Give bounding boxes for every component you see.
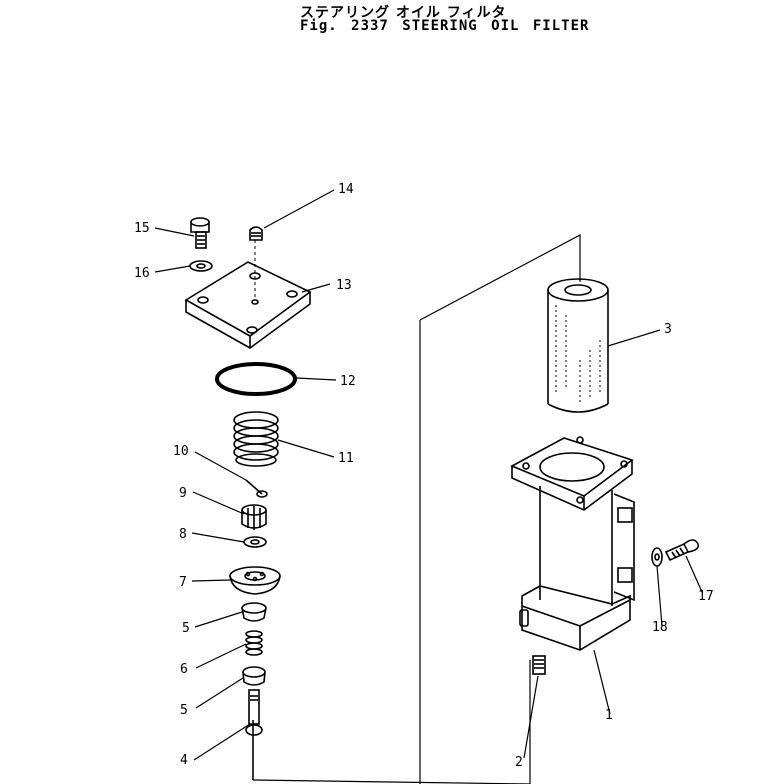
- callout-2: 2: [515, 755, 523, 770]
- callout-5-lower: 5: [180, 703, 188, 718]
- spring-part-6: [245, 630, 263, 656]
- washer-part-18: [651, 547, 663, 567]
- cotter-pin-part-10: [245, 479, 268, 498]
- callout-18: 18: [652, 620, 668, 635]
- plug-part-14: [249, 226, 263, 241]
- seat-part-5-upper: [241, 602, 267, 622]
- callout-7: 7: [179, 575, 187, 590]
- assembly-link-line-top: [419, 234, 581, 321]
- filter-element-part-3: [547, 278, 609, 413]
- washer-part-8: [243, 536, 267, 548]
- callout-16: 16: [134, 266, 150, 281]
- leader-lines: [154, 189, 703, 761]
- bolt-part-17: [664, 539, 700, 562]
- valve-disc-part-7: [229, 566, 281, 595]
- o-ring-part-12: [215, 362, 297, 396]
- callout-12: 12: [340, 374, 356, 389]
- callout-3: 3: [664, 322, 672, 337]
- spring-part-11: [233, 411, 279, 467]
- washer-part-16: [189, 260, 213, 272]
- bolt-part-4: [245, 689, 263, 736]
- callout-8: 8: [179, 527, 187, 542]
- callout-15: 15: [134, 221, 150, 236]
- castle-nut-part-9: [241, 504, 267, 530]
- callout-11: 11: [338, 451, 354, 466]
- assembly-link-line: [252, 660, 531, 784]
- callout-17: 17: [698, 589, 714, 604]
- callout-10: 10: [173, 444, 189, 459]
- figure-title: Fig. 2337 STEERING OIL FILTER: [300, 18, 590, 34]
- seat-part-5-lower: [242, 666, 266, 686]
- bolt-part-15: [190, 217, 210, 249]
- callout-1: 1: [605, 708, 613, 723]
- callout-5-upper: 5: [182, 621, 190, 636]
- cover-plate-part-13: [184, 240, 312, 349]
- callout-13: 13: [336, 278, 352, 293]
- drain-plug-part-2: [532, 655, 546, 675]
- callout-4: 4: [180, 753, 188, 768]
- callout-14: 14: [338, 182, 354, 197]
- callout-9: 9: [179, 486, 187, 501]
- figure-title-japanese: ステアリング オイル フィルタ: [300, 5, 507, 21]
- callout-6: 6: [180, 662, 188, 677]
- filter-housing-part-1: [510, 436, 635, 651]
